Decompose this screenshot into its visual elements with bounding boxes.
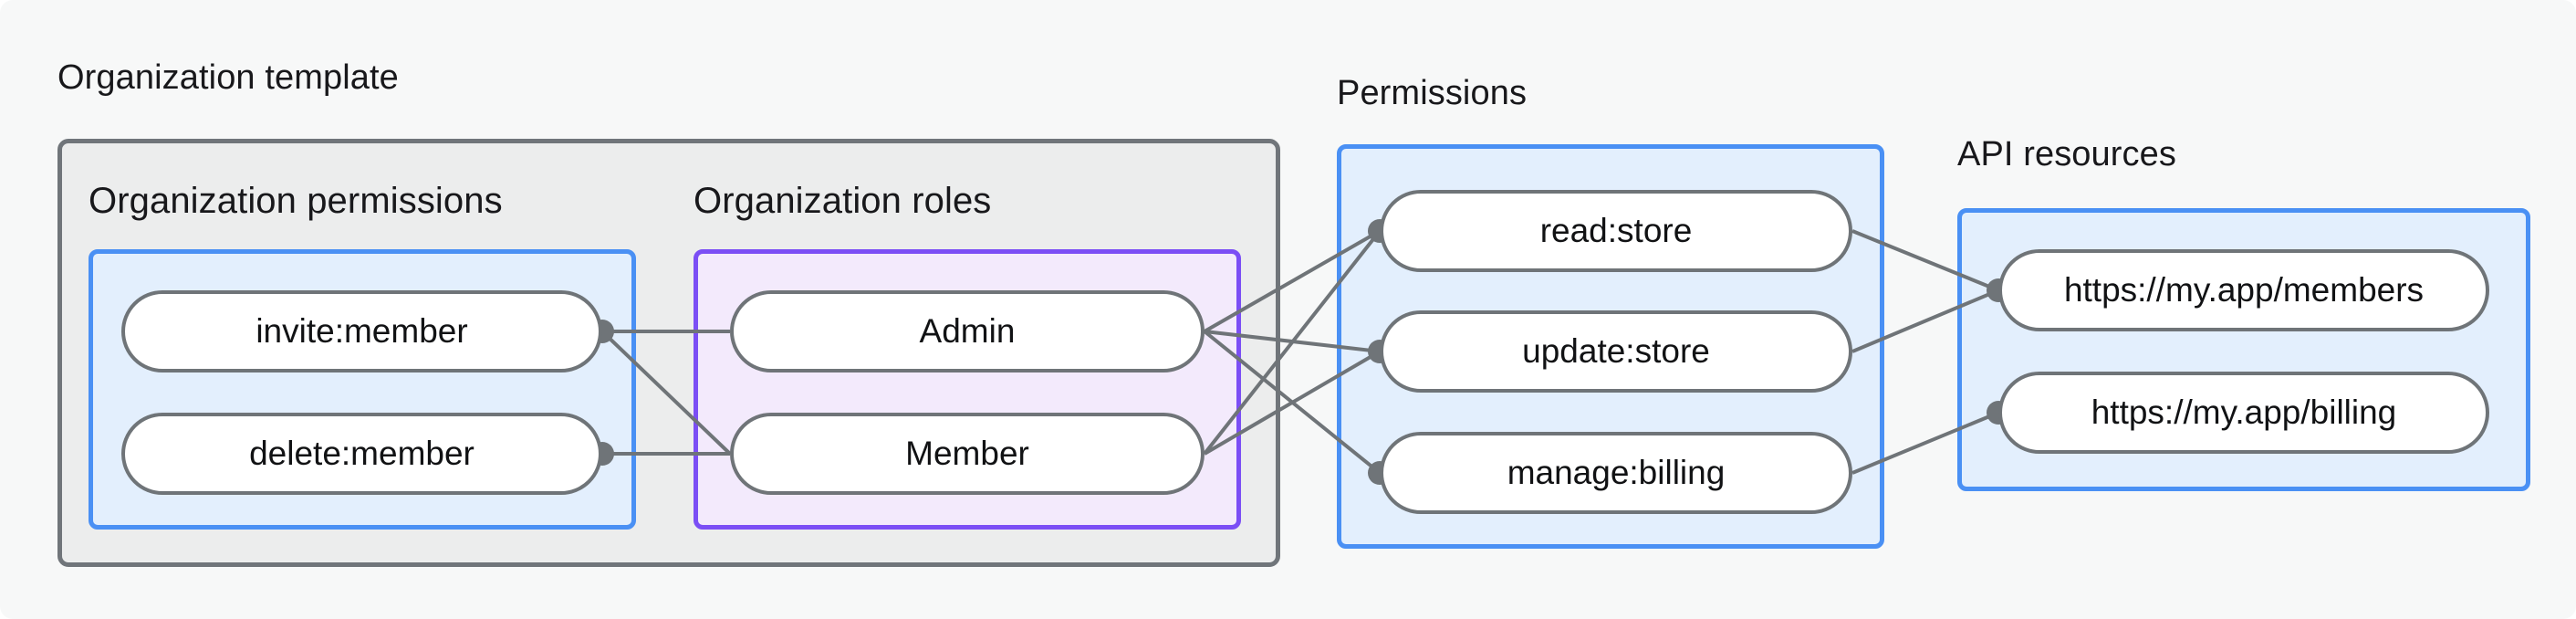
node-members-url[interactable]: https://my.app/members [1998, 249, 2489, 331]
node-members-url-label: https://my.app/members [2063, 271, 2425, 309]
permissions-label: Permissions [1337, 74, 1528, 112]
organization-template-label: Organization template [57, 58, 399, 97]
node-manage-billing-label: manage:billing [1507, 454, 1726, 491]
api-resources-label: API resources [1957, 135, 2176, 173]
node-manage-billing[interactable]: manage:billing [1380, 432, 1852, 514]
node-member[interactable]: Member [730, 413, 1205, 495]
node-admin[interactable]: Admin [730, 290, 1205, 372]
node-read-store-label: read:store [1539, 212, 1693, 249]
node-delete-member[interactable]: delete:member [121, 413, 602, 495]
organization-permissions-label: Organization permissions [89, 181, 503, 221]
node-billing-url[interactable]: https://my.app/billing [1998, 372, 2489, 454]
node-read-store[interactable]: read:store [1380, 190, 1852, 272]
node-billing-url-label: https://my.app/billing [2091, 393, 2397, 431]
node-update-store[interactable]: update:store [1380, 310, 1852, 393]
node-delete-member-label: delete:member [249, 435, 475, 472]
node-invite-member[interactable]: invite:member [121, 290, 602, 372]
node-admin-label: Admin [919, 312, 1016, 350]
organization-roles-label: Organization roles [694, 181, 992, 221]
node-update-store-label: update:store [1522, 332, 1710, 370]
node-member-label: Member [905, 435, 1029, 472]
node-invite-member-label: invite:member [256, 312, 468, 350]
